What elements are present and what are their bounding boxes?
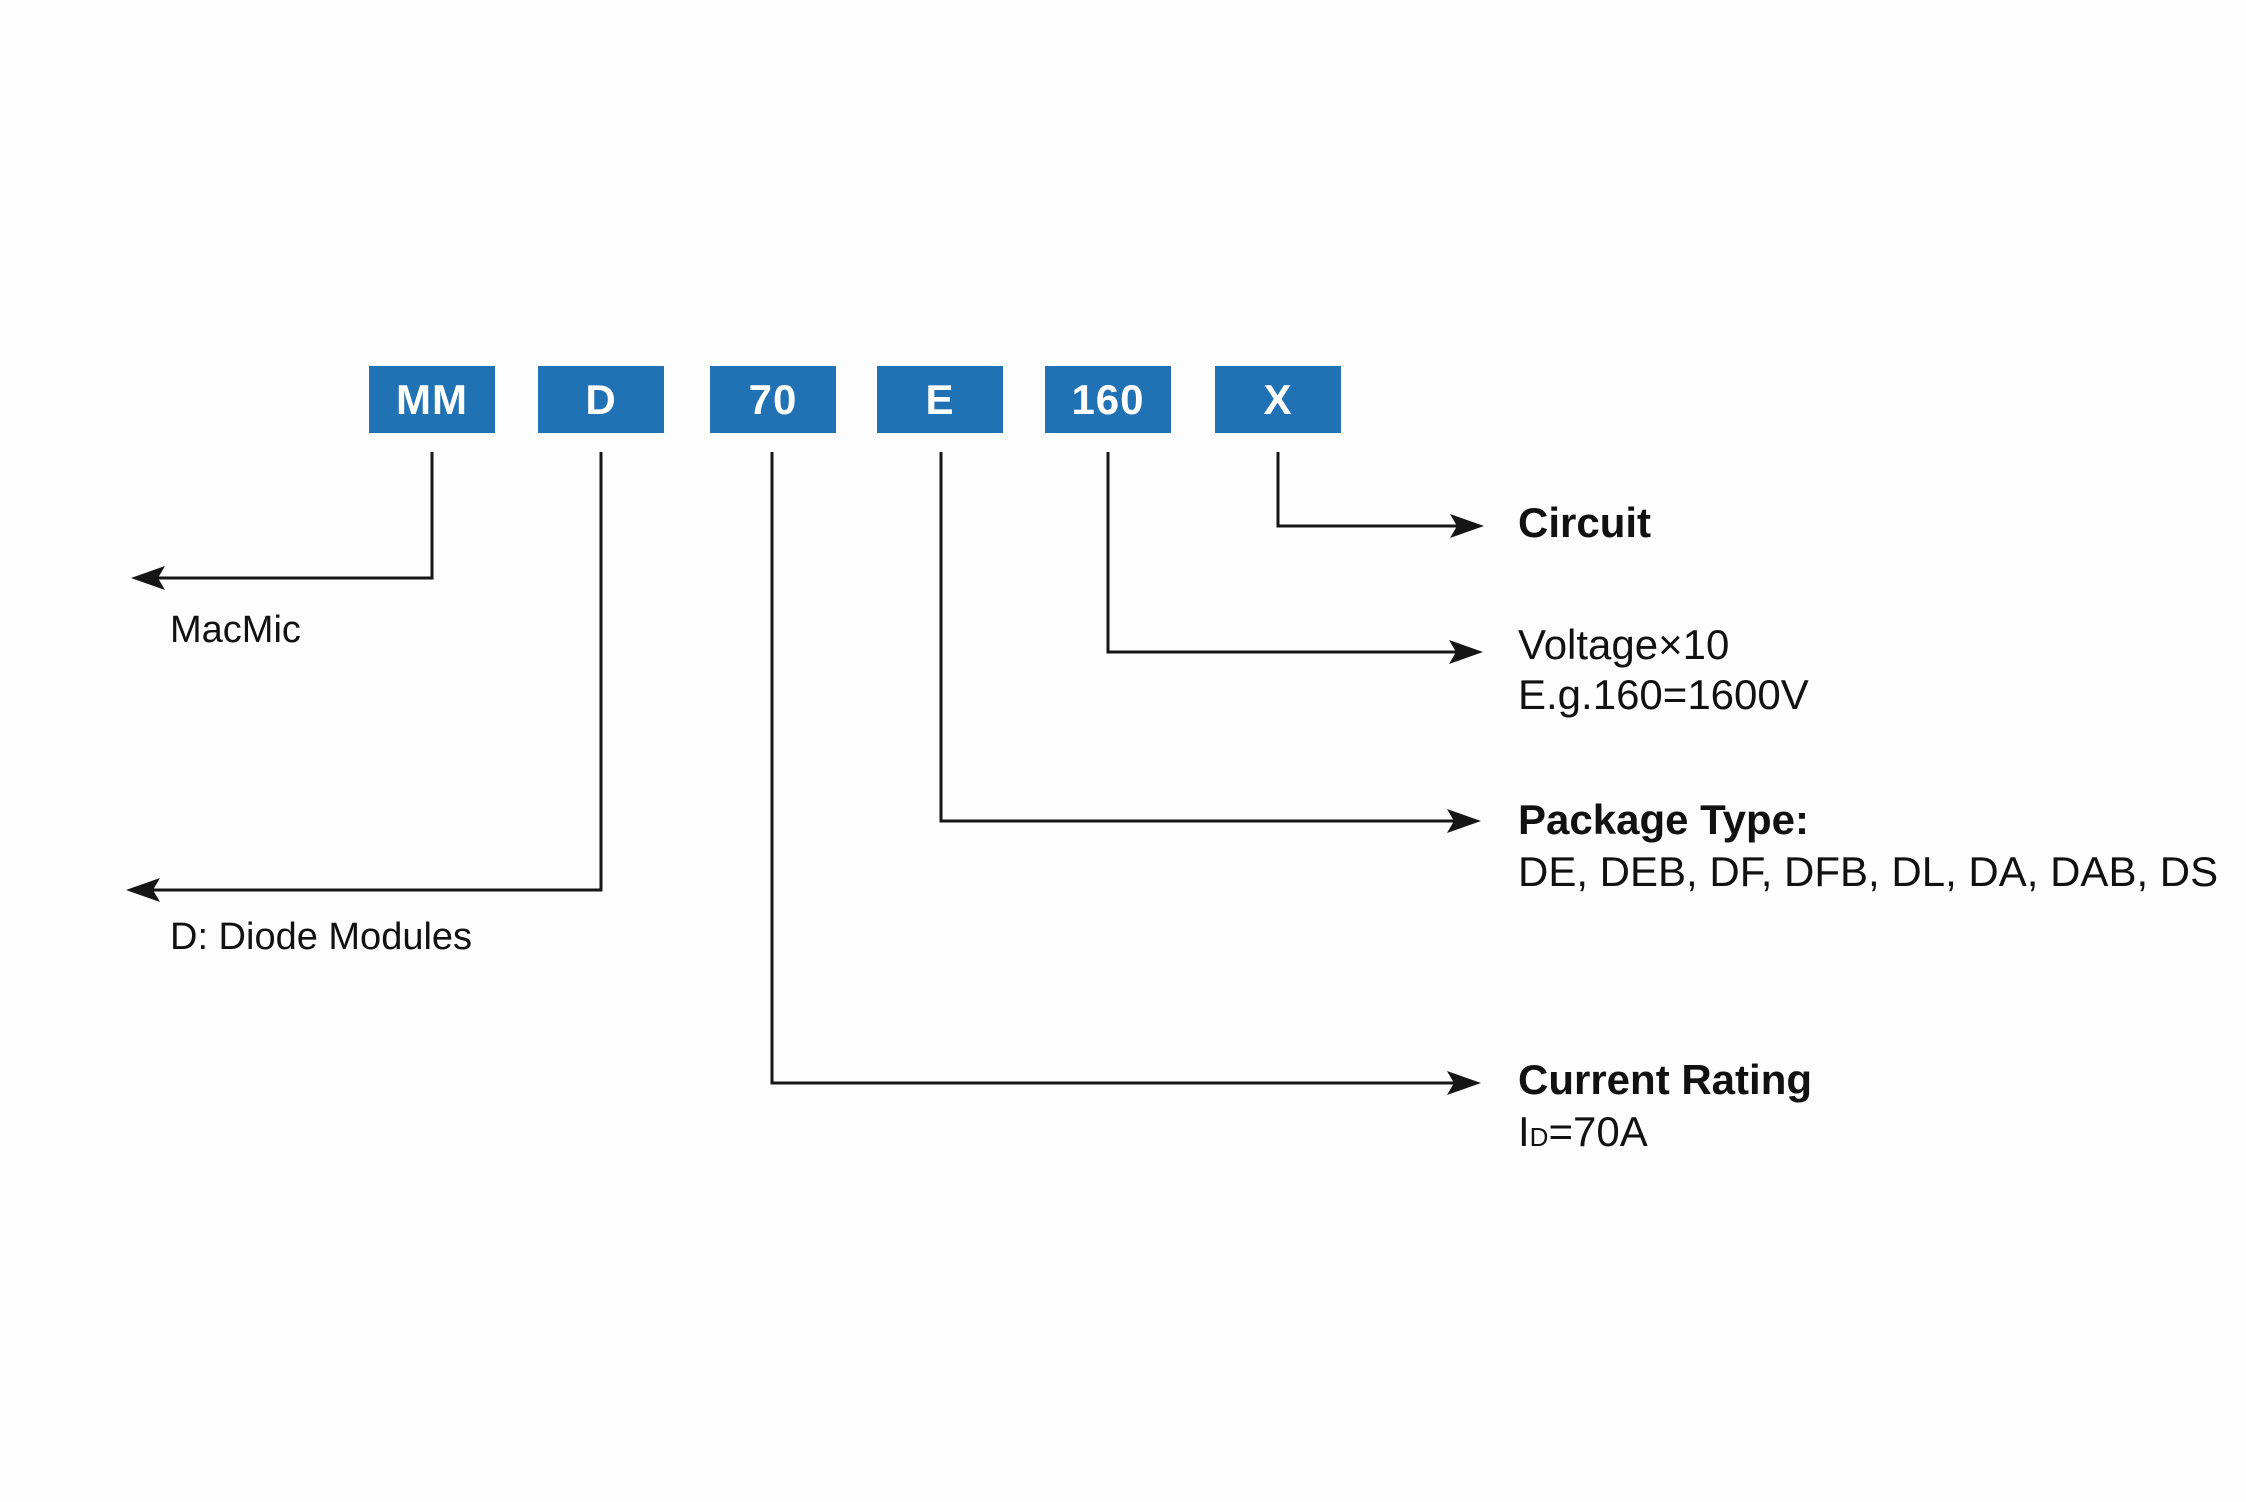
device-type-text: D: Diode Modules xyxy=(170,916,473,958)
part-code-box-d: D xyxy=(538,366,664,433)
label-package-type: Package Type: DE, DEB, DF, DFB, DL, DA, … xyxy=(1518,794,2218,898)
part-code-label: MM xyxy=(396,375,468,423)
label-circuit: Circuit xyxy=(1518,497,1651,549)
circuit-title: Circuit xyxy=(1518,499,1652,546)
voltage-rule: Voltage×10 xyxy=(1518,621,1730,668)
arrowhead-right-x xyxy=(1450,514,1484,538)
wire-x xyxy=(1276,452,1457,528)
package-type-title: Package Type: xyxy=(1518,796,1810,843)
arrowhead-right-160 xyxy=(1449,640,1483,664)
arrowhead-left-d xyxy=(126,878,160,902)
part-code-label: 160 xyxy=(1071,375,1145,423)
manufacturer-text: MacMic xyxy=(170,609,301,651)
part-code-label: E xyxy=(925,375,955,423)
wire-d xyxy=(153,452,603,892)
label-current-rating: Current Rating ID=70A xyxy=(1518,1054,1812,1163)
part-code-label: D xyxy=(585,375,617,423)
part-code-box-x: X xyxy=(1215,366,1341,433)
current-rating-title: Current Rating xyxy=(1518,1056,1812,1103)
current-rating-value: ID=70A xyxy=(1518,1108,1648,1155)
part-code-label: 70 xyxy=(748,375,798,423)
label-manufacturer: MacMic xyxy=(170,608,301,652)
package-type-options: DE, DEB, DF, DFB, DL, DA, DAB, DS xyxy=(1518,848,2219,895)
arrowhead-right-70 xyxy=(1447,1071,1481,1095)
wire-e xyxy=(939,452,1454,823)
label-voltage: Voltage×10 E.g.160=1600V xyxy=(1518,620,1809,720)
arrowhead-left-mm xyxy=(131,566,165,590)
part-code-label: X xyxy=(1263,375,1293,423)
wire-mm xyxy=(158,452,434,580)
part-code-box-70: 70 xyxy=(710,366,836,433)
label-device-type: D: Diode Modules xyxy=(170,915,472,959)
wire-160 xyxy=(1106,452,1456,654)
wire-70 xyxy=(770,452,1454,1085)
part-code-box-e: E xyxy=(877,366,1003,433)
part-code-box-mm: MM xyxy=(369,366,495,433)
arrowhead-right-e xyxy=(1447,809,1481,833)
part-code-box-160: 160 xyxy=(1045,366,1171,433)
voltage-example: E.g.160=1600V xyxy=(1518,671,1809,718)
current-symbol-subscript: D xyxy=(1529,1122,1549,1152)
